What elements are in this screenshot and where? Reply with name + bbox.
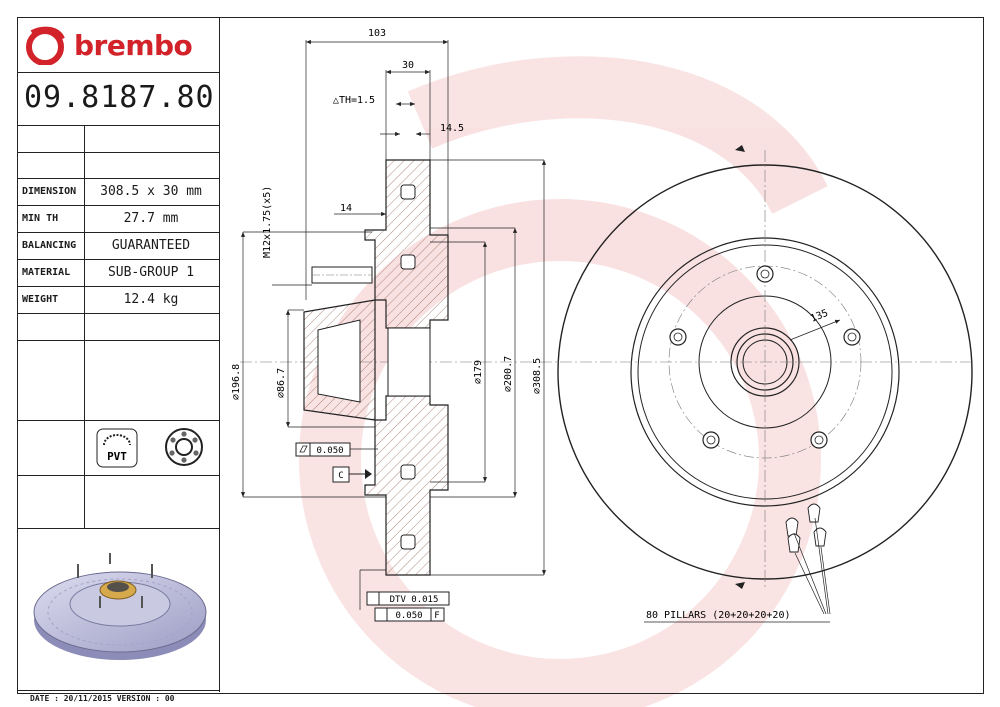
disc-section-lower [364, 395, 449, 576]
flatness-value: 0.050 [316, 446, 343, 456]
hub-bore [317, 319, 361, 403]
datum-c-label: C [338, 471, 343, 481]
front-view: 135 80 PILLARS (20+20+20+20) [557, 145, 975, 623]
part-number: 09.8187.80 [24, 80, 215, 115]
dim-bore-diameter: ⌀86.7 [276, 368, 287, 398]
divider [17, 205, 219, 206]
dim-ring-diameter: ⌀200.7 [503, 356, 514, 392]
vent-slot [400, 534, 416, 550]
bolt-hole [843, 328, 861, 346]
dim-vent-width: 14.5 [440, 123, 464, 134]
spec-label-material: MATERIAL [22, 267, 71, 278]
divider [17, 313, 219, 314]
spec-label-balancing: BALANCING [22, 240, 77, 251]
spec-sidebar [17, 17, 220, 692]
bearing-icon [165, 428, 203, 466]
spec-value-material: SUB-GROUP 1 [107, 265, 195, 280]
bolt-hole [810, 431, 828, 449]
divider [17, 125, 219, 126]
vent-slot [400, 184, 416, 200]
drawing-frame [17, 17, 984, 694]
divider [17, 528, 219, 529]
divider [17, 232, 219, 233]
spec-value-dimension: 308.5 x 30 mm [100, 184, 202, 199]
dtv-tolerance: DTV 0.015 0.050 F [359, 569, 450, 622]
divider [17, 690, 219, 691]
flatness-tolerance: 0.050 [295, 442, 378, 457]
spec-value-min-th: 27.7 mm [123, 211, 179, 226]
pillar-detail [785, 503, 827, 553]
runout-value: 0.050 [395, 611, 422, 621]
dim-bolt-circle: 135 [809, 308, 830, 325]
brembo-logo-icon [26, 26, 65, 65]
dtv-value: DTV 0.015 [390, 595, 439, 605]
divider [17, 286, 219, 287]
vent-slot [400, 254, 416, 270]
dim-thread: M12x1.75(x5) [262, 186, 273, 258]
rotation-arrow [735, 145, 745, 152]
disc-section-upper [364, 159, 449, 329]
divider [17, 152, 219, 153]
divider [17, 340, 219, 341]
divider [17, 178, 219, 179]
hub-inner [387, 327, 431, 397]
dim-disc-thickness: 30 [402, 60, 414, 71]
dim-flange: 14 [340, 203, 352, 214]
spec-label-dimension: DIMENSION [22, 186, 77, 197]
footer-date-version: DATE : 20/11/2015 VERSION : 00 [30, 694, 175, 703]
pvt-disc-icon: PVT [96, 428, 138, 468]
bolt-hole [756, 265, 774, 283]
spec-label-weight: WEIGHT [22, 294, 59, 305]
bolt-hole [669, 328, 687, 346]
datum-f-label: F [434, 611, 439, 621]
pillars-note: 80 PILLARS (20+20+20+20) [646, 610, 791, 621]
section-view: 103 30 △TH=1.5 14.5 14 M12x1.75(x5) ⌀196… [231, 28, 560, 622]
divider [17, 72, 219, 73]
spec-value-balancing: GUARANTEED [111, 238, 191, 253]
dim-outer-diameter: ⌀308.5 [532, 358, 543, 394]
datum-c: C [332, 466, 372, 483]
bolt-holes [669, 265, 861, 449]
rotation-arrow [735, 582, 745, 589]
divider [17, 475, 219, 476]
dim-thickness-variation: △TH=1.5 [333, 95, 375, 106]
divider [17, 420, 219, 421]
column-divider [84, 125, 85, 528]
pvt-label: PVT [107, 450, 127, 463]
spec-value-weight: 12.4 kg [123, 292, 179, 307]
brembo-logo: brembo [22, 22, 193, 68]
dim-inner-diameter: ⌀179 [473, 360, 484, 384]
vent-slot [400, 464, 416, 480]
spec-label-min-th: MIN TH [22, 213, 59, 224]
disc-3d-render [33, 553, 207, 660]
bolt-hole [702, 431, 720, 449]
brand-name: brembo [74, 28, 193, 62]
dim-overall-width: 103 [368, 28, 386, 39]
dim-hat-diameter: ⌀196.8 [231, 364, 242, 400]
divider [17, 259, 219, 260]
